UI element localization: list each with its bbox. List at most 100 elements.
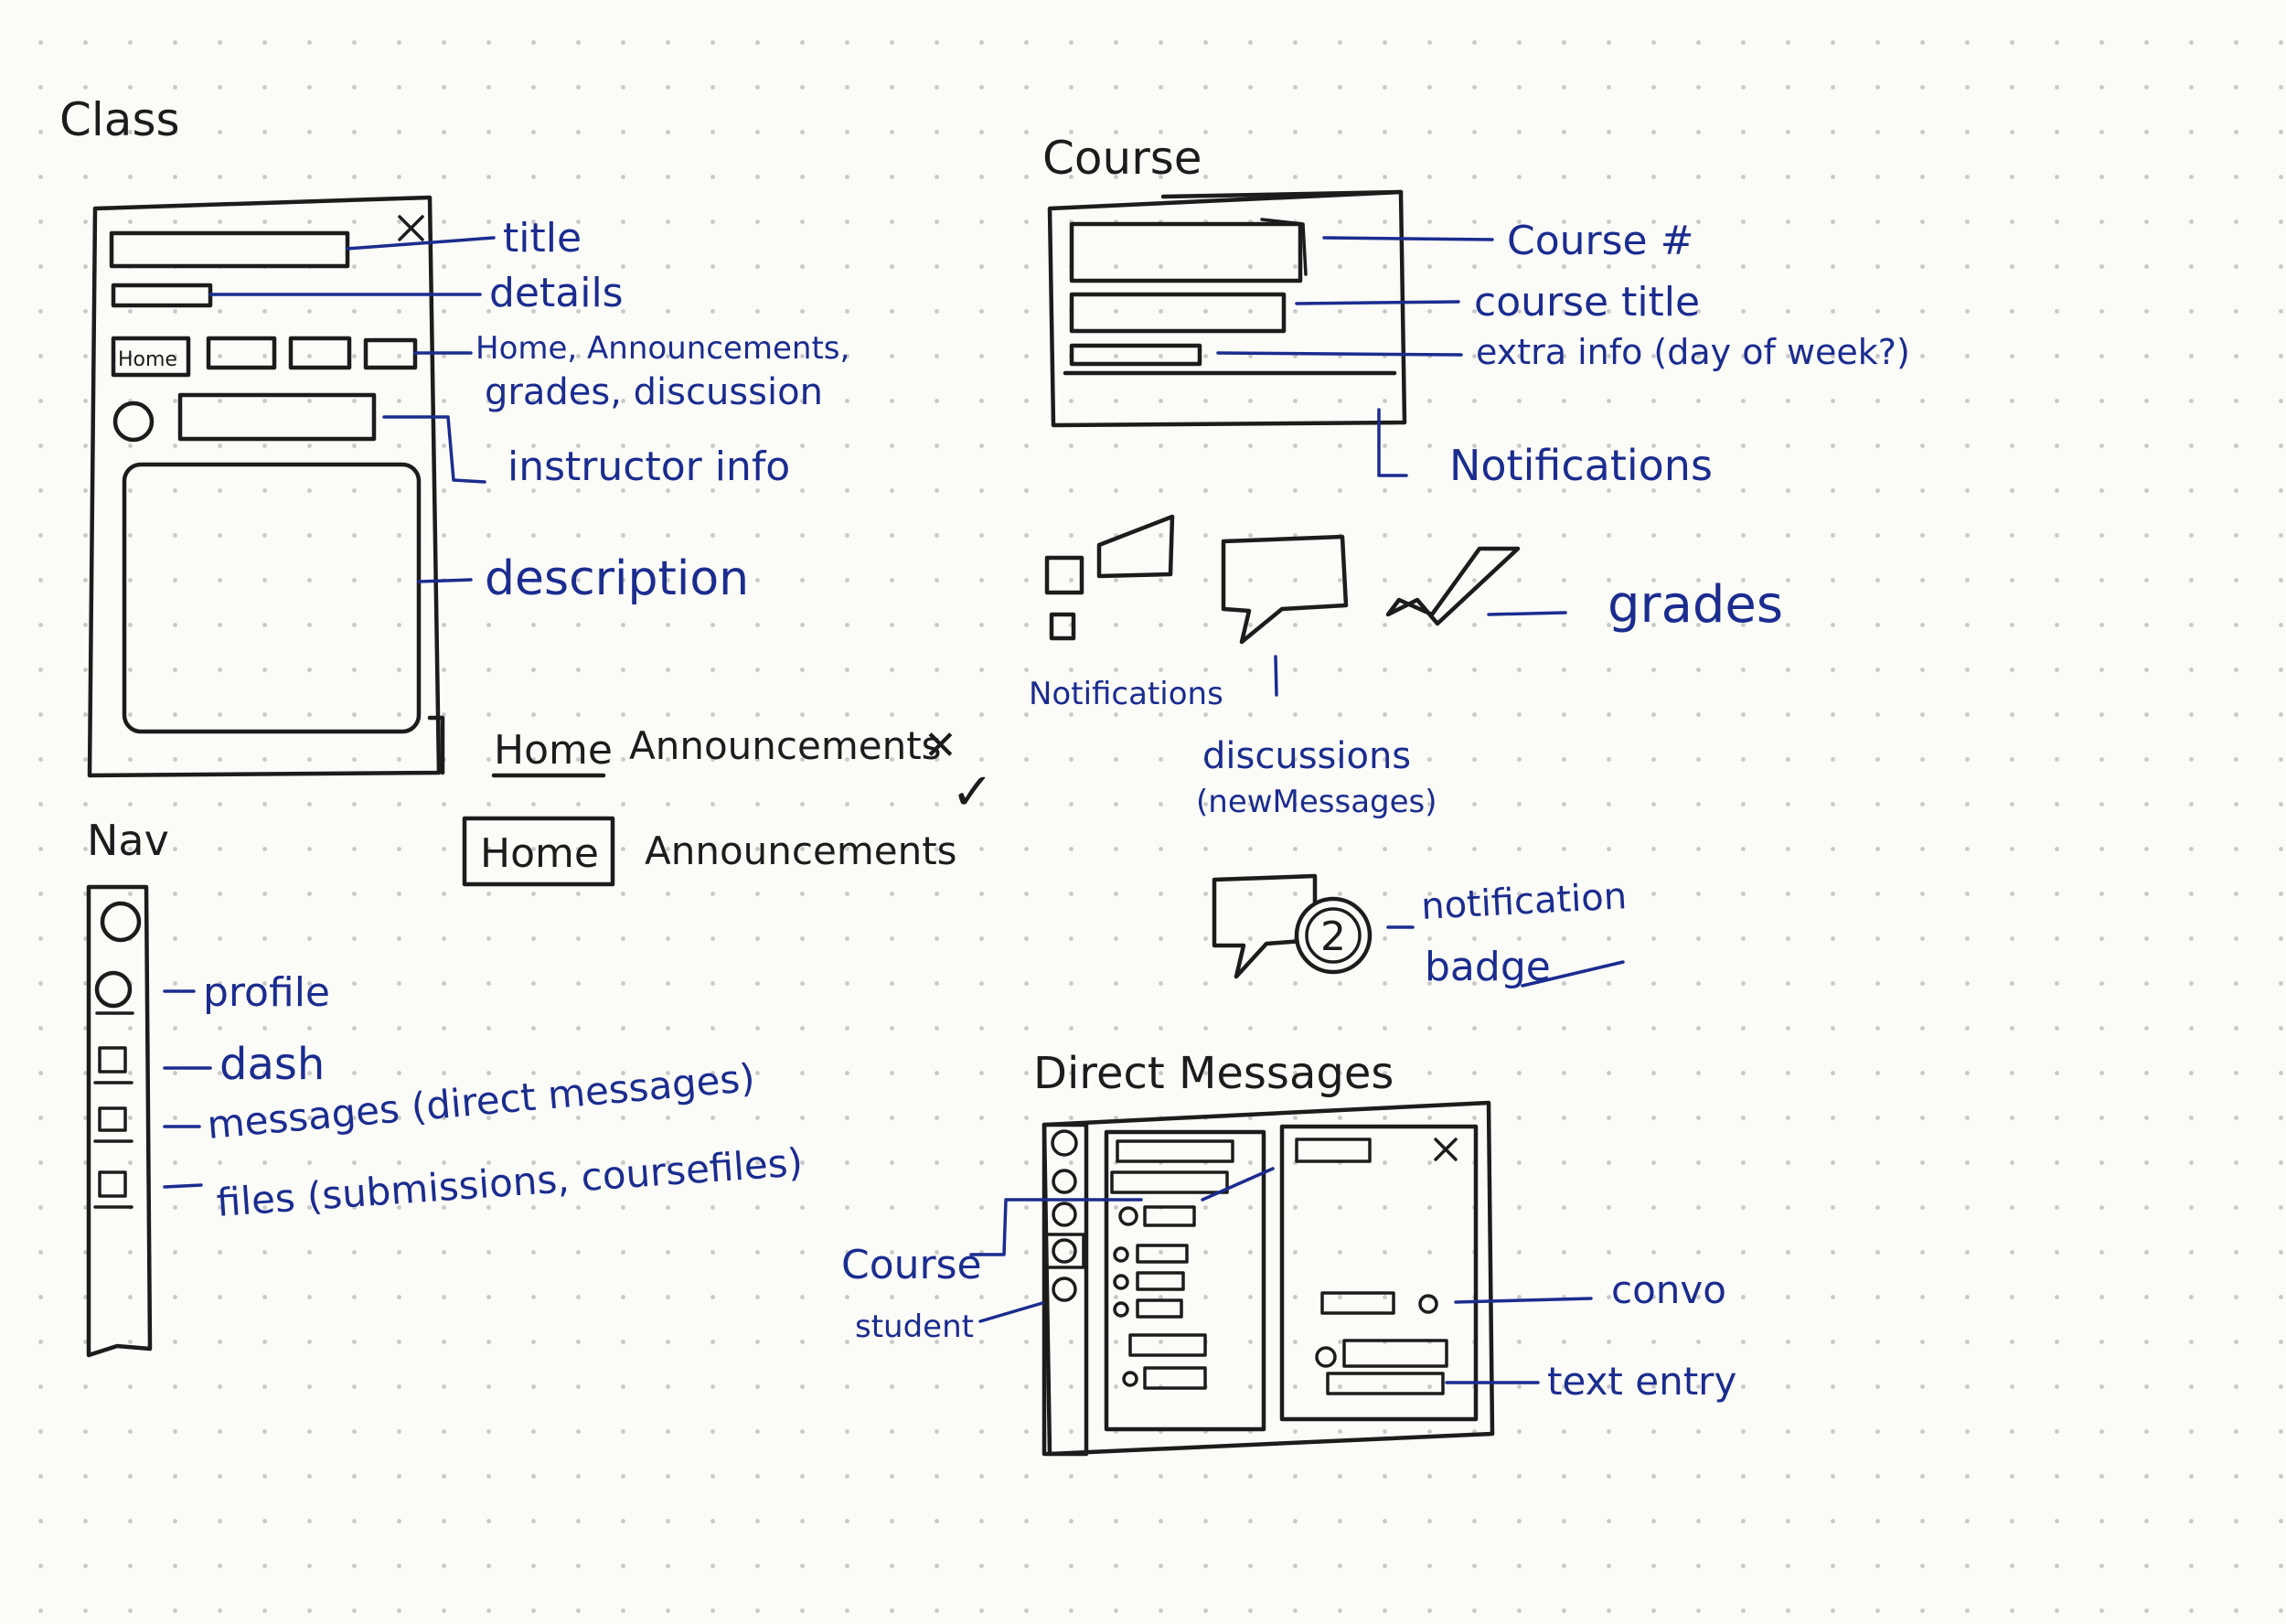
notification-badge-demo: 2 notification badge: [1212, 873, 1628, 990]
course-heading: Course: [1042, 132, 1202, 185]
underline-home-text: Home: [494, 727, 613, 774]
text-entry-label: text entry: [1547, 1359, 1736, 1404]
class-details-box: [111, 283, 213, 308]
tabs-label-line2: grades, discussion: [485, 371, 823, 413]
dm-list-item-6: [1136, 1298, 1183, 1319]
student-label: student: [855, 1309, 974, 1345]
dm-list-item-2: [1110, 1170, 1229, 1194]
course-number-box: [1069, 221, 1303, 283]
dm-convo-close-icon: [1434, 1138, 1458, 1161]
class-heading: Class: [59, 93, 180, 146]
title-label: title: [503, 215, 582, 262]
nav-dash-icon: [98, 1046, 127, 1074]
tab-style-options: Home Announcements ✕ Home Announcements …: [462, 722, 994, 887]
dm-outline: [1042, 1100, 1495, 1457]
nav-bar-outline: [86, 884, 153, 1358]
grades-checkmark-icon: [1385, 546, 1521, 626]
nav-logo-icon: [100, 901, 142, 943]
notifications-leader: [1377, 408, 1408, 477]
course-card: [1047, 189, 1407, 428]
boxed-home-box: [462, 816, 615, 887]
files-label: files (submissions, coursefiles): [215, 1139, 804, 1225]
nav-files-icon: [98, 1170, 127, 1198]
notifications-icon-flag: [1096, 514, 1175, 579]
course-title-label: course title: [1474, 279, 1700, 326]
course-number-leader: [1322, 236, 1494, 241]
course-label: Course: [841, 1242, 982, 1288]
notification-badge-inner: [1305, 907, 1362, 964]
tabs-label-line1: Home, Announcements,: [475, 330, 849, 367]
underline-reject-mark: ✕: [924, 722, 957, 769]
dm-convo-message-1: [1320, 1291, 1395, 1315]
dm-nav-active-box: [1043, 1233, 1085, 1269]
class-instructor-avatar: [112, 401, 155, 443]
badge-label-underline: [1521, 960, 1625, 988]
course-section: Course Course # course title extra info …: [1029, 132, 1910, 990]
instructor-leader: [382, 415, 486, 484]
class-instructor-box: [177, 392, 377, 442]
dm-convo-panel: [1279, 1124, 1479, 1422]
notifications-icon-label: Notifications: [1029, 676, 1223, 712]
discussions-icon: [1221, 534, 1349, 645]
class-wireframe: Home: [87, 195, 445, 778]
class-annotations: title details Home, Announcements, grade…: [208, 215, 849, 606]
dm-list-item-3-avatar: [1118, 1206, 1138, 1226]
grades-leader: [1487, 611, 1567, 616]
dm-list-item-8: [1143, 1366, 1207, 1390]
nav-heading: Nav: [87, 816, 169, 865]
class-card-shadow: [427, 715, 445, 775]
dm-nav-icon-4: [1052, 1238, 1077, 1264]
class-description-box: [122, 462, 422, 734]
files-leader: [163, 1183, 203, 1189]
course-extra-box: [1069, 343, 1202, 367]
dm-nav-icon-3: [1052, 1202, 1077, 1227]
discussions-leader: [1274, 655, 1278, 697]
boxed-home-text: Home: [480, 830, 599, 877]
class-tab-home-box: [111, 336, 191, 378]
class-tab-grades-box: [288, 336, 352, 370]
dm-nav-icon-2: [1052, 1169, 1077, 1194]
class-tab-home-text: Home: [118, 348, 177, 371]
dm-list-item-5-avatar: [1113, 1274, 1129, 1290]
class-title-box: [109, 230, 350, 269]
class-tab-discussion-box: [363, 337, 418, 370]
dm-list-item-6-avatar: [1113, 1301, 1129, 1318]
dm-text-entry-box: [1326, 1372, 1445, 1395]
dm-nav-rail: [1042, 1122, 1089, 1457]
dm-list-item-5: [1136, 1271, 1185, 1291]
course-number-label: Course #: [1507, 218, 1693, 264]
class-close-icon: [398, 215, 424, 241]
course-number-box-hook: [1260, 218, 1308, 276]
dm-list-item-8-avatar: [1122, 1371, 1138, 1387]
convo-label: convo: [1611, 1267, 1726, 1312]
convo-leader: [1454, 1297, 1593, 1304]
badge-label-line1: notification: [1420, 875, 1628, 928]
discussions-label-line2: (newMessages): [1196, 784, 1437, 820]
notifications-icon-small: [1049, 612, 1076, 641]
notification-badge-count: 2: [1320, 914, 1346, 960]
student-leader: [978, 1301, 1044, 1323]
dm-convo-message-2: [1342, 1339, 1448, 1368]
class-tab-announcements-box: [206, 336, 277, 370]
dm-list-panel: [1104, 1129, 1266, 1432]
course-title-box: [1069, 292, 1287, 334]
description-label: description: [485, 551, 749, 606]
dm-heading: Direct Messages: [1033, 1048, 1394, 1099]
dm-wireframe: [1042, 1100, 1495, 1457]
class-section: Class Home title details Home, Announcem…: [59, 93, 994, 887]
badge-chat-icon: [1212, 873, 1318, 979]
dm-annotations: Course student convo text entry: [841, 1167, 1736, 1404]
course-leader: [969, 1167, 1275, 1256]
dash-label: dash: [219, 1039, 325, 1090]
dm-list-item-3: [1143, 1205, 1196, 1227]
profile-label: profile: [203, 969, 330, 1016]
extra-info-leader: [1216, 351, 1463, 357]
course-annotations: Course # course title extra info (day of…: [1216, 218, 1910, 490]
course-title-leader: [1295, 300, 1460, 305]
dm-list-item-1: [1116, 1139, 1234, 1163]
class-card-outline: [87, 195, 442, 778]
nav-messages-icon: [98, 1106, 127, 1132]
dm-nav-icon-5: [1052, 1277, 1077, 1302]
course-icons: Notifications discussions (newMessages) …: [1029, 514, 1783, 820]
